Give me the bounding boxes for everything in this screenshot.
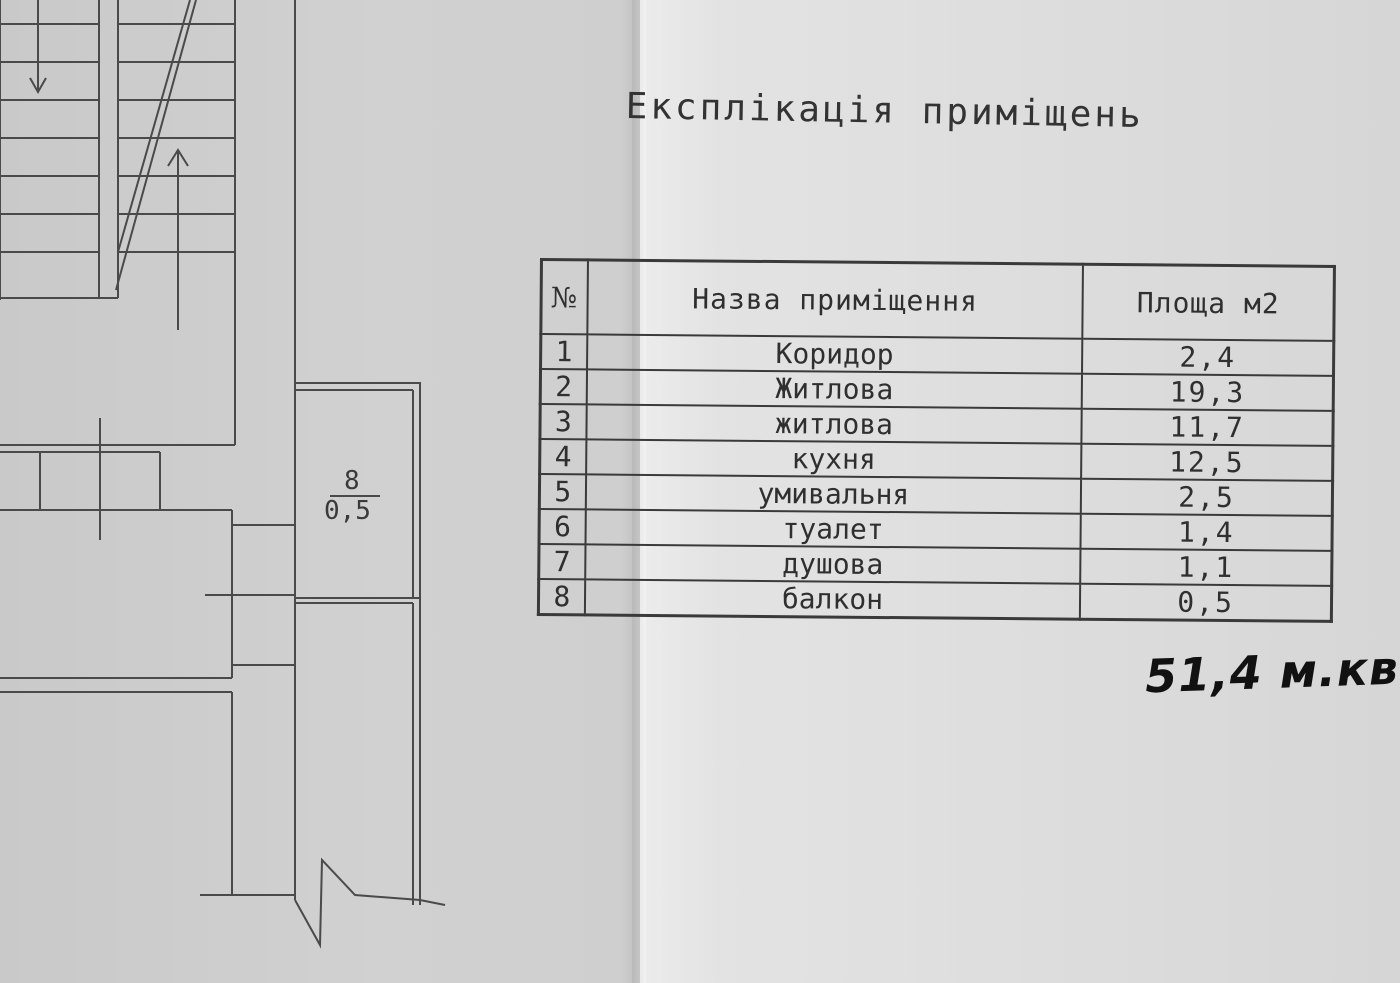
row-room-name: Коридор [586,334,1083,374]
row-number: 4 [539,439,587,475]
header-number: № [540,259,588,335]
row-number: 7 [538,544,586,580]
row-number: 8 [538,579,585,615]
row-room-name: умивальня [585,474,1082,514]
row-room-name: душова [584,544,1081,584]
row-number: 5 [539,474,586,510]
balcony-room-area: 0,5 [324,496,371,526]
row-room-name: Житлова [586,369,1083,409]
header-area: Площа м2 [1082,264,1335,341]
row-area: 1,4 [1080,513,1333,551]
row-area: 1,1 [1080,548,1332,586]
balcony-room-number: 8 [344,466,360,496]
row-number: 2 [540,369,587,405]
rooms-explication-table: № Назва приміщення Площа м2 1 Коридор 2,… [536,258,1336,623]
table-header-row: № Назва приміщення Площа м2 [540,259,1335,341]
row-room-name: туалет [585,509,1082,549]
row-room-name: житлова [586,404,1082,444]
header-room-name: Назва приміщення [586,259,1084,339]
right-page [640,0,1400,983]
row-room-name: балкон [584,579,1081,620]
row-area: 2,4 [1082,338,1334,376]
row-number: 3 [539,404,587,440]
page-fold [632,0,646,983]
handwritten-total-area: 51,4 м.кв [1144,640,1400,704]
row-area: 19,3 [1081,373,1334,411]
row-area: 2,5 [1081,478,1333,516]
table-row: 8 балкон 0,5 [538,579,1332,622]
row-area: 0,5 [1080,583,1332,622]
rooms-table-wrapper: № Назва приміщення Площа м2 1 Коридор 2,… [536,258,1336,623]
floor-plan-drawing [0,0,446,949]
row-number: 1 [540,334,587,370]
row-room-name: кухня [585,439,1082,479]
row-area: 11,7 [1081,408,1334,446]
row-area: 12,5 [1081,443,1333,481]
row-number: 6 [539,509,586,545]
left-page [0,0,640,983]
